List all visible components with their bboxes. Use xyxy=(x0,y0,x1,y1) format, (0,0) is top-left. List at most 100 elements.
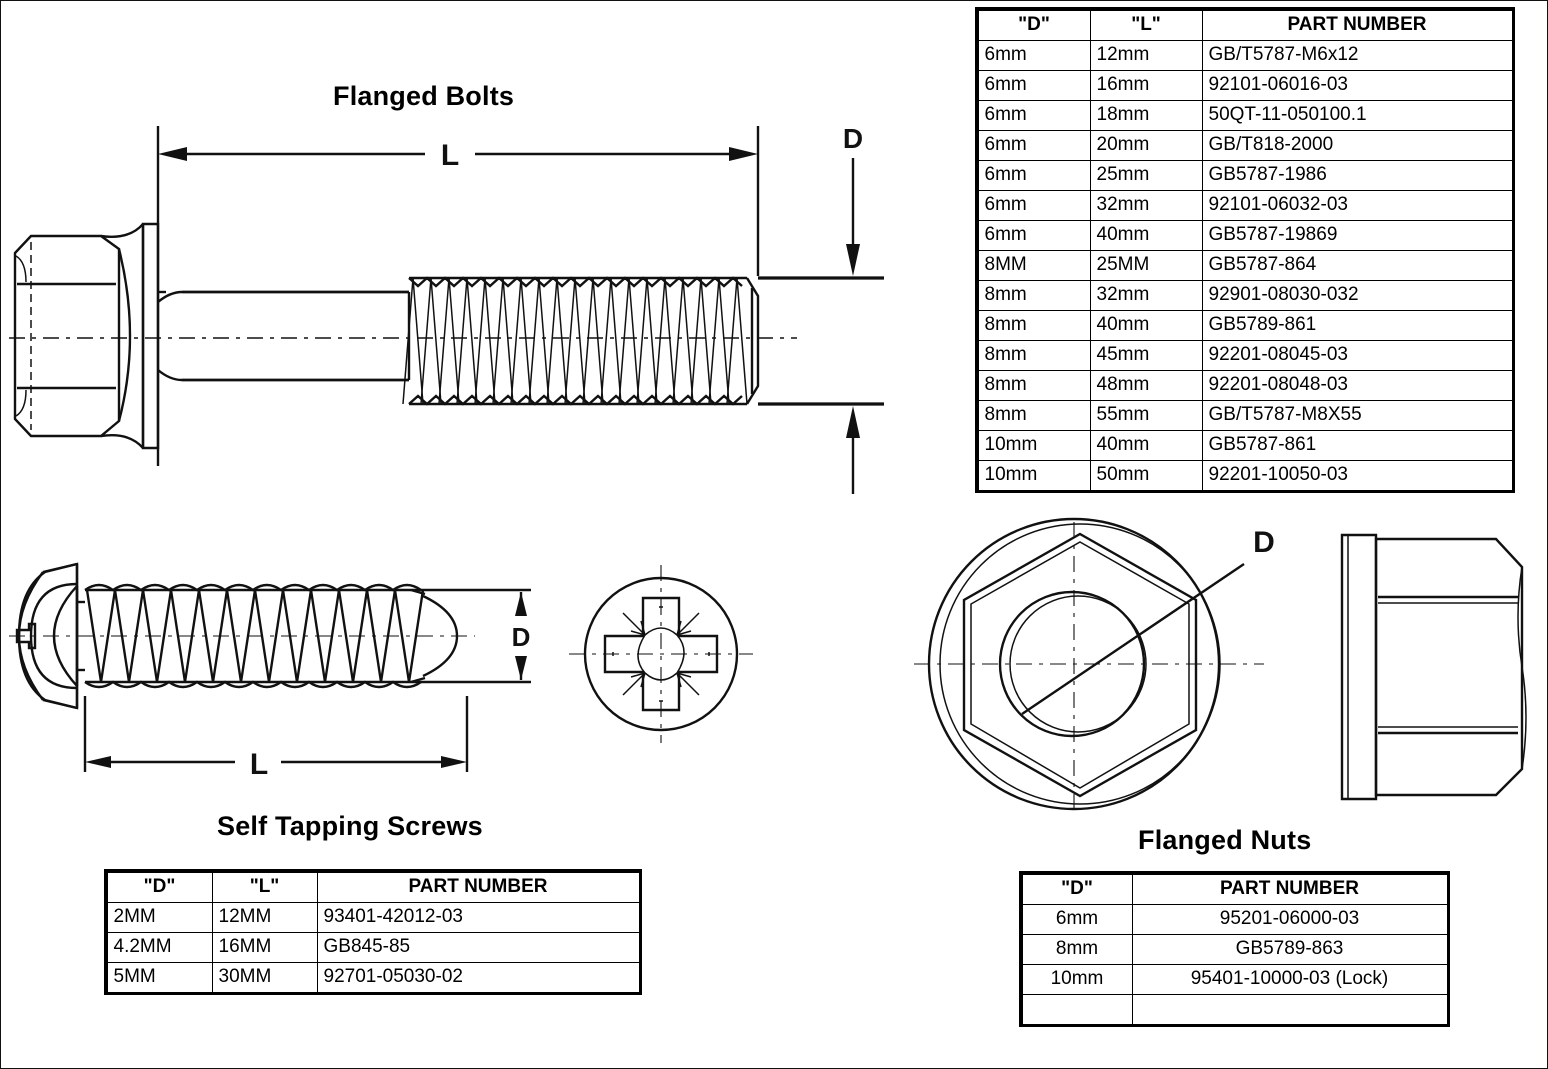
cell-part-number: GB5787-861 xyxy=(1201,429,1513,461)
col-header-part-number: PART NUMBER xyxy=(316,871,640,903)
cell-part-number: 92701-05030-02 xyxy=(316,961,640,993)
cell-length: 55mm xyxy=(1089,399,1203,431)
cell-part-number: GB/T5787-M6x12 xyxy=(1201,39,1513,71)
cell-diameter: 6mm xyxy=(977,159,1091,191)
pozidriv-head-end-view xyxy=(553,551,773,761)
cell-part-number xyxy=(1131,993,1448,1025)
cell-diameter: 8mm xyxy=(977,399,1091,431)
cell-diameter: 10mm xyxy=(1021,963,1133,995)
cell-diameter: 6mm xyxy=(977,39,1091,71)
cell-part-number: 93401-42012-03 xyxy=(316,901,640,933)
cell-part-number: 92201-08048-03 xyxy=(1201,369,1513,401)
cell-length: 18mm xyxy=(1089,99,1203,131)
cell-part-number: GB5787-19869 xyxy=(1201,219,1513,251)
cell-part-number: GB/T818-2000 xyxy=(1201,129,1513,161)
cell-diameter: 2MM xyxy=(106,901,213,933)
cell-part-number: 95201-06000-03 xyxy=(1131,903,1448,935)
cell-part-number: 92201-08045-03 xyxy=(1201,339,1513,371)
table-header-row: "D" PART NUMBER xyxy=(1021,873,1448,905)
col-header-d: "D" xyxy=(1021,873,1133,905)
col-header-part-number: PART NUMBER xyxy=(1131,873,1448,905)
cell-diameter: 6mm xyxy=(977,129,1091,161)
svg-text:D: D xyxy=(1253,526,1275,559)
cell-part-number: 92101-06016-03 xyxy=(1201,69,1513,101)
cell-length: 25MM xyxy=(1089,249,1203,281)
cell-diameter: 6mm xyxy=(977,219,1091,251)
self-tapping-screw-drawing: D L xyxy=(1,546,561,836)
svg-text:L: L xyxy=(250,748,268,781)
cell-part-number: GB845-85 xyxy=(316,931,640,963)
svg-text:D: D xyxy=(512,622,531,652)
cell-diameter xyxy=(1021,993,1133,1025)
cell-length: 12mm xyxy=(1089,39,1203,71)
cell-diameter: 10mm xyxy=(977,429,1091,461)
flanged-nuts-title: Flanged Nuts xyxy=(1138,825,1312,855)
cell-part-number: GB5787-1986 xyxy=(1201,159,1513,191)
cell-length: 12MM xyxy=(211,901,318,933)
flanged-nut-end-view: D xyxy=(906,516,1326,816)
cell-diameter: 8MM xyxy=(977,249,1091,281)
cell-length: 45mm xyxy=(1089,339,1203,371)
cell-diameter: 4.2MM xyxy=(106,931,213,963)
cell-length: 40mm xyxy=(1089,429,1203,461)
cell-diameter: 8mm xyxy=(977,339,1091,371)
cell-part-number: GB5789-863 xyxy=(1131,933,1448,965)
cell-diameter: 5MM xyxy=(106,961,213,993)
cell-length: 50mm xyxy=(1089,459,1203,491)
cell-part-number: 50QT-11-050100.1 xyxy=(1201,99,1513,131)
cell-part-number: GB5789-861 xyxy=(1201,309,1513,341)
cell-diameter: 8mm xyxy=(1021,933,1133,965)
cell-part-number: GB/T5787-M8X55 xyxy=(1201,399,1513,431)
cell-diameter: 6mm xyxy=(1021,903,1133,935)
svg-text:L: L xyxy=(441,139,459,172)
cell-length: 32mm xyxy=(1089,189,1203,221)
col-header-l: "L" xyxy=(211,871,318,903)
flanged-bolt-drawing: L D xyxy=(1,116,901,516)
col-header-l: "L" xyxy=(1089,9,1203,41)
cell-length: 32mm xyxy=(1089,279,1203,311)
col-header-d: "D" xyxy=(106,871,213,903)
cell-diameter: 6mm xyxy=(977,99,1091,131)
flanged-nut-side-view xyxy=(1326,521,1547,821)
cell-length: 40mm xyxy=(1089,309,1203,341)
cell-diameter: 8mm xyxy=(977,279,1091,311)
table-header-row: "D" "L" PART NUMBER xyxy=(106,871,640,903)
col-header-d: "D" xyxy=(977,9,1091,41)
cell-part-number: 95401-10000-03 (Lock) xyxy=(1131,963,1448,995)
cell-diameter: 8mm xyxy=(977,309,1091,341)
cell-length: 16mm xyxy=(1089,69,1203,101)
cell-length: 30MM xyxy=(211,961,318,993)
cell-length: 25mm xyxy=(1089,159,1203,191)
cell-length: 48mm xyxy=(1089,369,1203,401)
col-header-part-number: PART NUMBER xyxy=(1201,9,1513,41)
table-header-row: "D" "L" PART NUMBER xyxy=(977,9,1513,41)
cell-part-number: 92101-06032-03 xyxy=(1201,189,1513,221)
table-row xyxy=(1021,993,1448,1025)
